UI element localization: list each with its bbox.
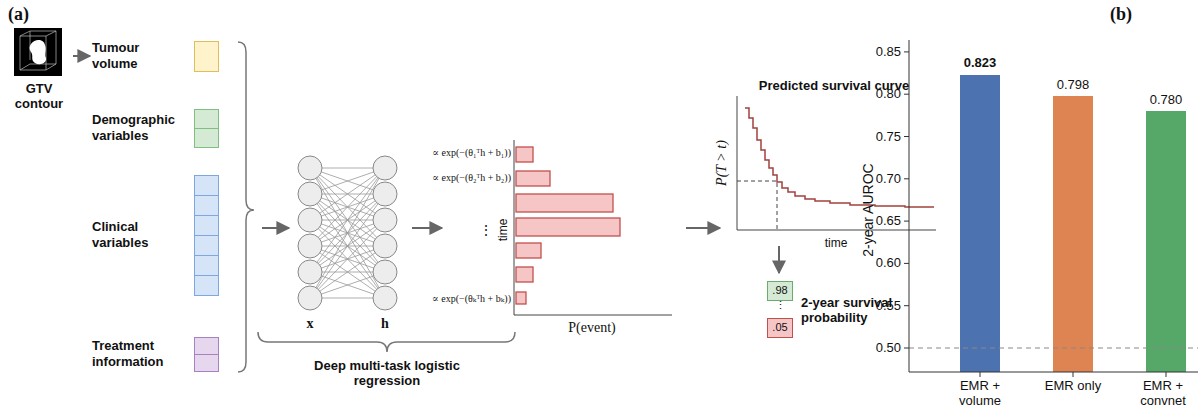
text-label: ∝ exp(−(θ₁ᵀh + b₁)) <box>432 147 511 158</box>
connector-arrow <box>73 55 90 57</box>
probability-box: .98 <box>767 281 793 301</box>
text-label: 0.798 <box>1057 77 1090 92</box>
feature-cell <box>194 109 219 129</box>
text-label: 0.823 <box>964 55 997 70</box>
feature-cell <box>194 175 219 196</box>
input-brace <box>238 42 254 372</box>
feature-cell <box>194 128 219 148</box>
feature-cell <box>194 255 219 276</box>
bar-axes <box>514 140 672 315</box>
text-label: 0.70 <box>876 171 901 186</box>
curve-axes <box>737 96 936 230</box>
node-label: Clinical variables <box>92 219 184 250</box>
text-label: 0.55 <box>876 298 901 313</box>
text-label: 0.75 <box>876 129 901 144</box>
text-label: x <box>307 316 314 332</box>
input-group: Treatment information <box>92 334 222 374</box>
auroc-chart <box>904 40 1198 377</box>
feature-cell <box>194 337 219 355</box>
text-label: 0.80 <box>876 86 901 101</box>
feature-cell <box>194 41 219 72</box>
text-label: 0.60 <box>876 255 901 270</box>
flow-arrow <box>262 227 289 229</box>
input-group: Tumour volume <box>92 38 222 74</box>
text-label: EMR only <box>1043 378 1103 393</box>
feature-cell <box>194 275 219 296</box>
text-label: 0.50 <box>876 340 901 355</box>
text-label: h <box>381 316 389 332</box>
model-brace <box>258 332 515 352</box>
text-label: (b) <box>1110 4 1132 25</box>
event-bars <box>516 147 620 304</box>
input-group: Clinical variables <box>92 172 222 298</box>
input-group: Demographic variables <box>92 106 222 150</box>
feature-cell <box>194 354 219 372</box>
dashed-guide <box>737 181 777 230</box>
survival-curve <box>745 108 934 207</box>
text-label: EMR + convnet <box>1132 378 1194 408</box>
text-label: 0.85 <box>876 44 901 59</box>
text-label: Deep multi-task logistic regression <box>312 358 462 388</box>
text-label: time <box>825 236 848 250</box>
node-label: GTV contour <box>8 81 70 112</box>
node-label: .98 <box>772 284 787 297</box>
node-label: Treatment information <box>92 338 184 369</box>
text-label: 0.780 <box>1150 92 1183 107</box>
flow-arrow <box>412 227 442 229</box>
node-label: .05 <box>772 321 787 334</box>
feature-cell <box>194 195 219 216</box>
text-label: P(T > t) <box>714 140 730 186</box>
flow-arrow <box>686 227 720 229</box>
feature-cell <box>194 215 219 236</box>
text-label: EMR + volume <box>950 378 1010 408</box>
text-label: (a) <box>8 4 29 25</box>
text-label: P(event) <box>568 320 615 336</box>
text-label: time <box>496 219 510 242</box>
text-label: ∝ exp(−(θₖᵀh + bₖ)) <box>432 293 511 304</box>
flow-arrow <box>778 246 780 273</box>
text-label: 2-year AUROC <box>860 163 876 256</box>
node-label: Tumour volume <box>92 40 184 71</box>
text-label: ∝ exp(−(θ₂ᵀh + b₂)) <box>432 172 511 183</box>
node-label: Demographic variables <box>92 112 184 143</box>
gtv-image <box>14 28 62 76</box>
image-node: GTV contour <box>6 26 72 112</box>
probability-box: .05 <box>767 318 793 338</box>
feature-cell <box>194 235 219 256</box>
text-label: 0.65 <box>876 213 901 228</box>
text-label: ⋮ <box>775 299 786 312</box>
text-label: ⋮ <box>479 222 493 239</box>
network <box>298 156 397 310</box>
